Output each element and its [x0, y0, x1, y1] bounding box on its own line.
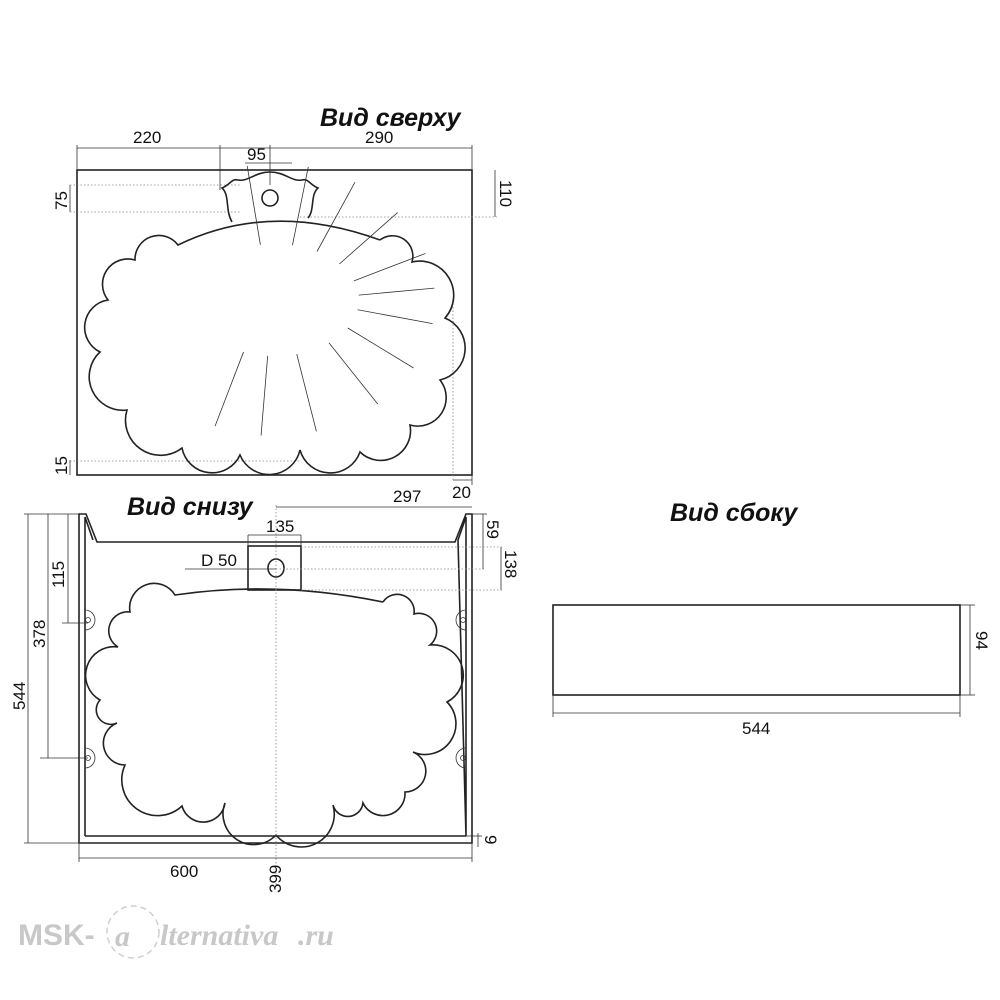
shell-basin-top — [83, 220, 466, 476]
dim-600: 600 — [170, 862, 198, 881]
shell-rib — [353, 253, 426, 282]
dim-20: 20 — [452, 483, 471, 502]
svg-text:lternativa: lternativa — [160, 919, 278, 952]
dim-94: 94 — [972, 631, 991, 650]
dim-399: 399 — [266, 865, 285, 893]
drain-block — [247, 545, 302, 591]
dim-110: 110 — [496, 180, 515, 207]
dim-290: 290 — [365, 128, 393, 147]
shell-rib — [296, 353, 317, 432]
drain-tab — [220, 171, 320, 223]
svg-text:MSK-: MSK- — [18, 919, 95, 952]
bottom-view-inner-wall — [84, 516, 467, 837]
shell-rib — [214, 351, 244, 427]
dim-135: 135 — [266, 517, 294, 536]
dim-544-side: 544 — [742, 719, 770, 738]
shell-rib — [292, 166, 309, 246]
mount-holes — [84, 609, 467, 769]
shell-ribs — [214, 166, 435, 436]
dim-544: 544 — [10, 682, 29, 710]
svg-text:.ru: .ru — [298, 919, 334, 952]
shell-rib — [358, 287, 435, 296]
drain-hole — [261, 189, 279, 207]
watermark-logo: MSK- a lternativa .ru — [18, 905, 334, 959]
top-view: Вид сверху 220 95 290 75 110 15 20 — [52, 104, 515, 502]
side-view: Вид сбоку 94 544 — [552, 499, 991, 738]
bottom-view: Вид снизу 297 135 D 50 59 138 115 — [10, 487, 520, 893]
dim-115: 115 — [49, 561, 68, 588]
shell-rib — [328, 342, 379, 405]
svg-text:a: a — [115, 920, 130, 953]
shell-rib — [316, 182, 356, 252]
dim-15: 15 — [52, 456, 71, 475]
dim-75: 75 — [52, 191, 71, 210]
shell-rib — [260, 355, 269, 436]
dim-59: 59 — [483, 520, 502, 539]
dim-220: 220 — [133, 128, 161, 147]
dim-297: 297 — [393, 487, 421, 506]
bottom-view-title: Вид снизу — [127, 493, 254, 521]
shell-rib — [347, 327, 414, 369]
top-view-title: Вид сверху — [320, 104, 462, 132]
dim-378: 378 — [30, 620, 49, 648]
shell-rib — [339, 212, 398, 265]
dim-9: 9 — [481, 835, 500, 844]
dim-138: 138 — [501, 550, 520, 578]
basin-bottom-outline — [84, 582, 464, 848]
bottom-view-outline — [78, 513, 473, 844]
top-view-outline — [76, 169, 473, 476]
side-view-outline — [552, 604, 961, 696]
shell-rib — [357, 309, 433, 325]
shell-rib — [246, 166, 261, 245]
dim-d50: D 50 — [201, 551, 237, 570]
dim-95: 95 — [247, 145, 266, 164]
side-view-title: Вид сбоку — [670, 499, 798, 527]
